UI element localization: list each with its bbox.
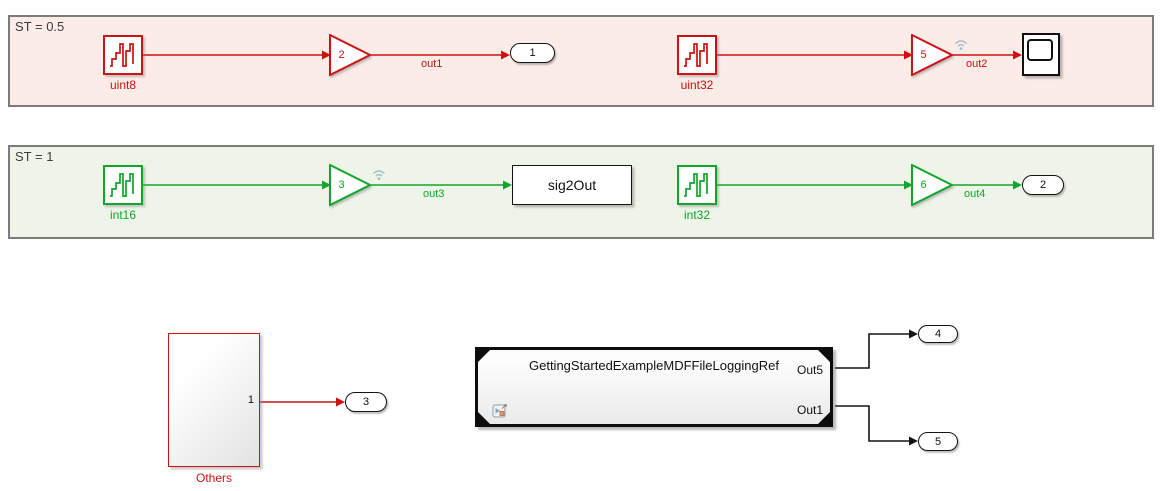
signal-editor-block-int16[interactable] [103, 165, 143, 205]
sample-time-region-st05: ST = 0.5 [8, 15, 1154, 107]
stair-step-waveform-icon [110, 43, 134, 67]
gain-block-3[interactable]: 3 [329, 164, 371, 206]
signal-editor-block-uint32[interactable] [677, 35, 717, 75]
outport-number: 1 [529, 47, 536, 59]
signal-line-out3[interactable] [371, 180, 512, 190]
outport-1[interactable]: 1 [510, 43, 555, 63]
signal-line-out4[interactable] [949, 180, 1022, 190]
stair-step-waveform-icon [110, 173, 134, 197]
gain-triangle-icon [329, 34, 371, 76]
gain-value: 5 [920, 49, 927, 61]
outport-number: 4 [934, 328, 942, 340]
signal-line-out1-to-port5[interactable] [835, 405, 918, 446]
signal-line-out1[interactable] [371, 50, 510, 60]
signal-logging-wifi-icon [953, 36, 969, 52]
signal-line-int16-to-gain3[interactable] [143, 180, 331, 190]
stair-step-waveform-icon [684, 173, 708, 197]
region-label: ST = 1 [15, 149, 54, 164]
block-label-uint8: uint8 [109, 78, 137, 92]
scope-screen-icon [1027, 39, 1053, 61]
gain-triangle-icon [911, 164, 953, 206]
signal-editor-block-int32[interactable] [677, 165, 717, 205]
model-reference-title: GettingStartedExampleMDFFileLoggingRef [528, 358, 779, 373]
gain-block-2[interactable]: 2 [329, 34, 371, 76]
signal-label-out2[interactable]: out2 [966, 58, 988, 70]
model-reference-badge-icon [492, 403, 508, 418]
signal-line-out5-to-port4[interactable] [835, 329, 918, 369]
block-title: sig2Out [547, 177, 597, 193]
outport-2[interactable]: 2 [1022, 175, 1064, 195]
gain-triangle-icon [329, 164, 371, 206]
subsystem-output-port-label: 1 [247, 394, 254, 406]
signal-logging-wifi-icon [371, 166, 387, 182]
modelref-port-label-out5: Out5 [796, 363, 823, 377]
gain-value: 6 [920, 179, 927, 191]
modelref-port-label-out1: Out1 [796, 403, 823, 417]
signal-editor-block-uint8[interactable] [103, 35, 143, 75]
gain-value: 2 [338, 49, 345, 61]
stair-step-waveform-icon [684, 43, 708, 67]
model-reference-corner-notches-icon [478, 350, 830, 424]
sample-time-region-st1: ST = 1 [8, 145, 1154, 239]
outport-number: 5 [934, 435, 942, 448]
signal-label-out4[interactable]: out4 [964, 188, 986, 200]
signal-line-int32-to-gain6[interactable] [717, 180, 913, 190]
sig2out-block[interactable]: sig2Out [512, 165, 632, 205]
gain-triangle-icon [911, 34, 953, 76]
signal-line-out2[interactable] [949, 50, 1022, 60]
gain-block-6[interactable]: 6 [911, 164, 953, 206]
block-label-uint32: uint32 [680, 78, 714, 92]
signal-line-uint32-to-gain5[interactable] [717, 50, 913, 60]
gain-block-5[interactable]: 5 [911, 34, 953, 76]
region-label: ST = 0.5 [15, 19, 65, 34]
model-reference-block[interactable]: GettingStartedExampleMDFFileLoggingRef O… [475, 347, 833, 427]
gain-value: 3 [338, 179, 345, 191]
others-subsystem-block[interactable]: 1 [168, 333, 260, 467]
outport-number: 3 [362, 396, 370, 408]
signal-line-others-to-port3[interactable] [260, 397, 345, 407]
outport-number: 2 [1039, 179, 1047, 191]
block-label-int16: int16 [109, 208, 137, 222]
scope-block[interactable] [1022, 33, 1060, 76]
block-label-int32: int32 [683, 208, 711, 222]
outport-5[interactable]: 5 [918, 432, 958, 451]
signal-label-out1[interactable]: out1 [421, 58, 443, 70]
outport-4[interactable]: 4 [918, 325, 958, 343]
outport-3[interactable]: 3 [345, 392, 387, 412]
block-label-others: Others [195, 471, 232, 485]
signal-label-out3[interactable]: out3 [423, 188, 445, 200]
signal-line-uint8-to-gain2[interactable] [143, 50, 331, 60]
